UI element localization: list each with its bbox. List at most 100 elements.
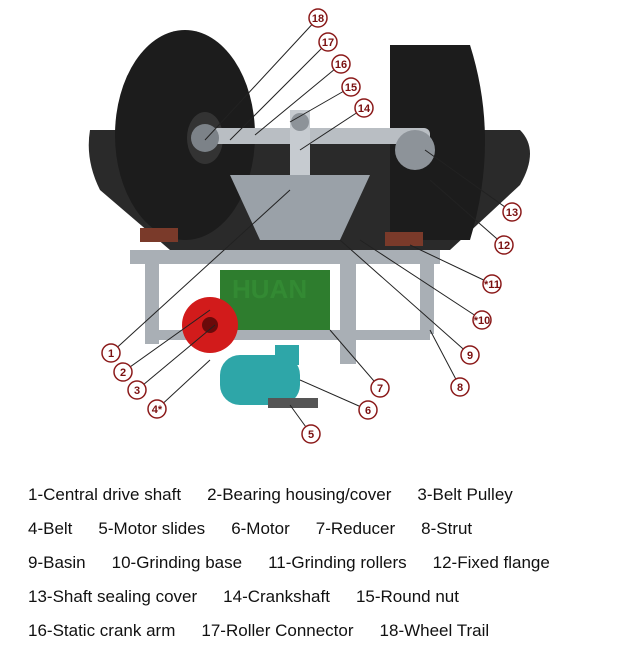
callout-circle [308, 8, 328, 28]
legend-item: 15-Round nut [355, 587, 459, 606]
callout-number: 5 [308, 429, 314, 441]
legend-item: 12-Fixed flange [432, 553, 550, 572]
legend-item: 6-Motor [231, 519, 290, 538]
callout-number: 6 [365, 405, 371, 417]
callout-number: 12 [498, 240, 510, 252]
callout-leader-line [156, 359, 211, 410]
callout-leader-line [424, 149, 513, 213]
legend-row: 1-Central drive shaft 2-Bearing housing/c… [28, 478, 608, 512]
strut-front [340, 264, 356, 364]
callout-number: 16 [335, 59, 347, 71]
legend-row: 9-Basin 10-Grinding base 11-Grinding rolle… [28, 546, 608, 580]
callout-leader-line [136, 324, 216, 391]
callout-leader-line [122, 309, 211, 373]
legend-item: 14-Crankshaft [223, 587, 330, 606]
fixed-flange [395, 130, 435, 170]
motor-junction-box [275, 345, 299, 365]
callout-number: *11 [484, 279, 500, 291]
legend-item: 11-Grinding rollers [268, 553, 407, 572]
legend-item: 18-Wheel Trail [379, 621, 490, 640]
grinding-base-left [140, 228, 178, 242]
callout-circle [358, 400, 378, 420]
callout-number: 9 [467, 350, 473, 362]
legend-item: 5-Motor slides [98, 519, 206, 538]
callout-circle [482, 274, 502, 294]
callout-leader-line [429, 329, 461, 388]
frame-bottom [150, 330, 430, 340]
callout-circle [502, 202, 522, 222]
legend-item: 10-Grinding base [111, 553, 243, 572]
callout-leader-line [289, 86, 352, 123]
legend-item: 16-Static crank arm [28, 621, 176, 640]
callout-leader-line [299, 379, 369, 411]
grinding-roller-left [115, 30, 255, 240]
callout-number: 7 [377, 383, 383, 395]
watermark-logo: HUAN [232, 274, 307, 304]
callout-circle [494, 235, 514, 255]
round-nut [291, 113, 309, 131]
callout-circle [450, 377, 470, 397]
callout-leader-line [299, 107, 365, 151]
callout-leader-line [429, 179, 505, 246]
callout-leader-line [329, 329, 381, 389]
crankshaft [200, 128, 430, 144]
legend-item: 3-Belt Pulley [417, 485, 513, 504]
callout-number: 17 [322, 37, 334, 49]
legend-row: 16-Static crank arm 17-Roller Connector 18… [28, 614, 608, 648]
callout-number: 3 [134, 385, 140, 397]
callout-leader-line [359, 239, 483, 321]
motor-slides [268, 398, 318, 408]
parts-legend: 1-Central drive shaft 2-Bearing housing/c… [28, 478, 608, 648]
callout-number: 15 [345, 82, 357, 94]
callout-number: 14 [358, 103, 371, 115]
callout-circle [147, 399, 167, 419]
legend-item: 13-Shaft sealing cover [28, 587, 198, 606]
legend-row: 13-Shaft sealing cover 14-Crankshaft 15-Ro… [28, 580, 608, 614]
callout-number: 1 [108, 348, 114, 360]
callout-circle [354, 98, 374, 118]
legend-item: 7-Reducer [315, 519, 396, 538]
flange-left [191, 124, 219, 152]
callout-circle [318, 32, 338, 52]
callout-circle [370, 378, 390, 398]
strut-right [420, 264, 434, 334]
callout-circle [113, 362, 133, 382]
callout-circle [341, 77, 361, 97]
callout-number: *10 [474, 315, 491, 327]
pulley-hub [202, 317, 218, 333]
callout-circle [331, 54, 351, 74]
legend-item: 2-Bearing housing/cover [207, 485, 392, 504]
callout-number: 13 [506, 207, 518, 219]
callout-leader-line [409, 244, 493, 285]
legend-item: 8-Strut [421, 519, 473, 538]
callout-number: 18 [312, 13, 324, 25]
reducer [220, 270, 330, 330]
callout-leader-line [110, 189, 291, 354]
motor [220, 355, 300, 405]
callout-circle [460, 345, 480, 365]
callout-leader-line [229, 41, 329, 141]
callout-circle [101, 343, 121, 363]
center-cone [230, 175, 370, 240]
legend-item: 9-Basin [28, 553, 86, 572]
callout-leader-line [254, 63, 342, 136]
legend-item: 17-Roller Connector [201, 621, 354, 640]
callout-circle [301, 424, 321, 444]
callout-circle [127, 380, 147, 400]
callout-number: 2 [120, 367, 126, 379]
strut-left [145, 264, 159, 344]
callout-number: 4* [152, 404, 163, 416]
grinding-roller-right [390, 45, 485, 240]
callout-number: 8 [457, 382, 463, 394]
legend-item: 1-Central drive shaft [28, 485, 182, 504]
callout-leader-line [339, 239, 471, 356]
callout-circle [472, 310, 492, 330]
legend-item: 4-Belt [28, 519, 73, 538]
legend-row: 4-Belt 5-Motor slides 6-Motor 7-Reducer 8-St… [28, 512, 608, 546]
callout-leader-line [204, 17, 319, 141]
grinding-base-right [385, 232, 423, 246]
